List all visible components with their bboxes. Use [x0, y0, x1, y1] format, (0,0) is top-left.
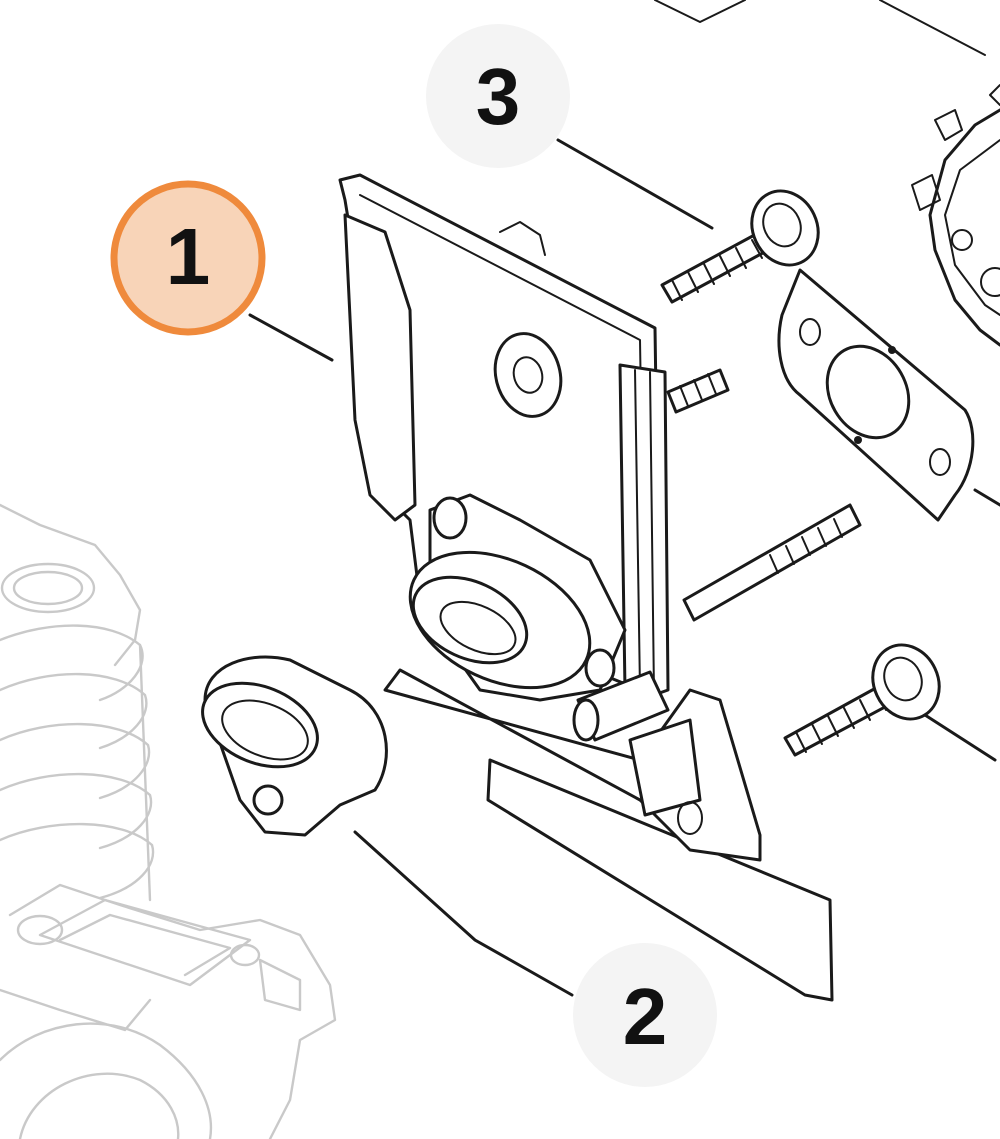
screw-top — [660, 189, 820, 304]
carburetor-partial — [911, 84, 1000, 347]
intake-insulator — [201, 655, 388, 837]
leader-2 — [353, 830, 574, 997]
callout-2-label: 2 — [623, 972, 668, 1061]
screw-bottom — [783, 643, 997, 762]
callout-2-halo — [573, 943, 717, 1087]
callout-3-label: 3 — [476, 52, 521, 141]
context-top-right — [654, 0, 986, 56]
leader-1 — [248, 313, 334, 362]
studs — [666, 368, 862, 622]
gasket — [777, 268, 1000, 522]
callout-2[interactable]: 2 — [573, 943, 717, 1087]
callout-1[interactable]: 1 — [110, 180, 266, 336]
carburetor-carrier — [338, 173, 834, 1002]
callout-1-label: 1 — [166, 212, 211, 301]
leader-3 — [556, 138, 714, 230]
ghost-cylinder — [0, 503, 155, 902]
callout-3-halo — [426, 24, 570, 168]
callout-3[interactable]: 3 — [426, 24, 570, 168]
ghost-crankcase — [0, 883, 337, 1139]
leader-lines — [248, 138, 714, 997]
callout-1-circle[interactable] — [110, 180, 266, 336]
